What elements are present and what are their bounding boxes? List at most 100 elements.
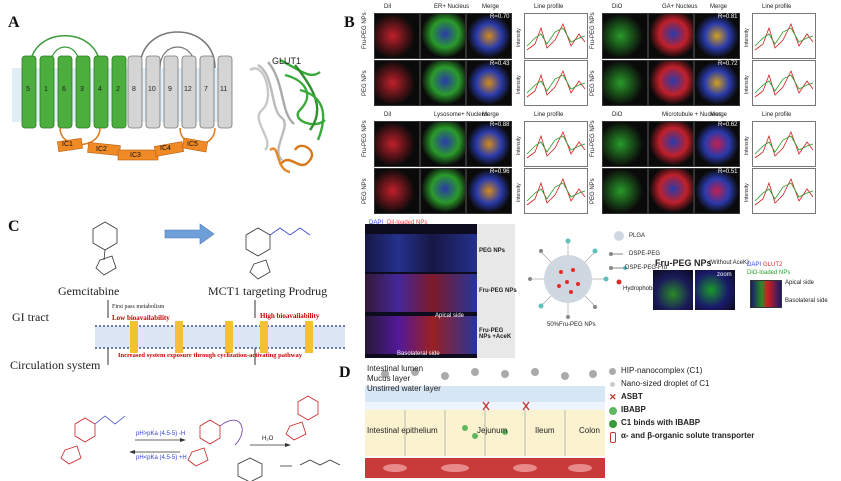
side-view-image <box>750 280 782 308</box>
r-value: R=0.70 <box>490 14 510 20</box>
apical2-label: Apical side <box>785 280 815 286</box>
row-label: PEG NPs <box>590 178 596 204</box>
gemcitabine-structure <box>92 221 118 276</box>
organelle-label: Lysosome+ Nucleus <box>434 112 488 118</box>
dapi-label: DAPI <box>369 220 384 226</box>
legend-dspe-peg: DSPE-PEG <box>629 251 661 257</box>
helix-label: 1 <box>44 86 48 93</box>
merge-label: Merge <box>710 4 728 10</box>
zoom-label: zoom <box>717 272 732 278</box>
loop-label: IC5 <box>187 141 198 148</box>
axis-label: Intensity <box>744 75 750 94</box>
micrograph <box>420 121 466 167</box>
glut1-label: GLUT1 <box>272 56 302 66</box>
micrograph <box>374 168 420 214</box>
line-profile <box>524 13 588 59</box>
r-value: R=0.51 <box>718 169 738 175</box>
merge-label: Merge <box>710 112 728 118</box>
line-profile <box>752 13 816 59</box>
ph-upper-label: pH>pKa (4.5-5) -H <box>136 431 186 437</box>
legend-item: HIP-nanocomplex (C1) <box>621 366 703 375</box>
reactant-structure <box>60 415 126 465</box>
row-label: Fru-PEG NPs <box>479 288 517 294</box>
transporter-topology <box>12 31 326 174</box>
nanoparticle-diagram <box>528 231 627 319</box>
low-bio-label: Low bioavailability <box>112 314 170 322</box>
panel-e: DAPI DiI-loaded NPs PEG NPs Fru-PEG NPs … <box>365 218 841 360</box>
r-value: R=0.88 <box>490 122 510 128</box>
membrane <box>95 321 345 353</box>
row-label: Fru-PEG NPs +AceK <box>479 328 512 340</box>
stain-label: DiI <box>384 4 392 10</box>
intestine-diagram <box>365 368 605 478</box>
water-label: H₂O <box>262 436 274 442</box>
stain-label: DiO <box>612 4 623 10</box>
r-value: R=0.81 <box>718 14 738 20</box>
micrograph <box>466 121 512 167</box>
legend-item: Nano-sized droplet of C1 <box>621 379 710 388</box>
profile-label: Line profile <box>762 112 792 118</box>
r-value: R=0.72 <box>718 61 738 67</box>
fru-title: Fru-PEG NPs <box>655 258 712 268</box>
helix-label: 4 <box>98 86 102 93</box>
axis-label: Intensity <box>744 28 750 47</box>
row-label: Fru-PEG NPs <box>590 120 596 157</box>
micrograph <box>420 168 466 214</box>
helix-label: 12 <box>184 86 192 93</box>
helix-label: 8 <box>132 86 136 93</box>
stain-label: DiI <box>384 112 392 118</box>
micrograph <box>694 13 740 59</box>
micrograph <box>374 13 420 59</box>
segment-jejunum: Jejunum <box>477 426 508 435</box>
row-label: Fru-PEG NPs <box>362 12 368 49</box>
micrograph <box>694 168 740 214</box>
increased-label: Increased system exposure through cycliz… <box>118 352 302 359</box>
loop-label: IC2 <box>96 146 107 153</box>
loop-label: IC4 <box>160 145 171 152</box>
line-profile <box>524 168 588 214</box>
basolateral-label: Basolateral side <box>397 351 440 357</box>
legend-item: C1 binds with IBABP <box>621 418 701 427</box>
legend-dye: Hydrophobic Dye <box>623 286 670 292</box>
segment-colon: Colon <box>579 426 600 435</box>
axis-label: Intensity <box>516 75 522 94</box>
micrograph <box>694 121 740 167</box>
layer-lumen: Intestinal lumen <box>367 364 424 373</box>
line-profile <box>524 121 588 167</box>
layer-water: Unstirred water layer <box>367 384 441 393</box>
gemcitabine-label: Gemcitabine <box>58 284 120 298</box>
r-value: R=0.43 <box>490 61 510 67</box>
micrograph <box>374 60 420 106</box>
prodrug-label: MCT1 targeting Prodrug <box>208 284 328 298</box>
side-legend-glut2: GLUT2 <box>763 262 783 268</box>
stain-label: DiO <box>612 112 623 118</box>
r-value: R=0.96 <box>490 169 510 175</box>
panel-b-label: B <box>344 14 355 31</box>
organelle-label: ER+ Nucleus <box>434 4 470 10</box>
side-legend-dapi: DAPI <box>747 262 762 268</box>
segment-ileum: Ileum <box>535 426 555 435</box>
gi-tract-label: GI tract <box>12 310 49 324</box>
helix-label: 11 <box>220 86 228 93</box>
circulation-label: Circulation system <box>10 358 101 372</box>
helix-label: 9 <box>168 86 172 93</box>
helix-label: 6 <box>62 86 66 93</box>
panel-c-label: C <box>8 218 20 235</box>
loop-label: IC3 <box>130 152 141 159</box>
fru-image <box>653 270 693 310</box>
axis-label: Intensity <box>744 183 750 202</box>
apical-label: Apical side <box>435 313 465 319</box>
panel-d: D Intestinal lumen Mucus layer Unstirred… <box>339 362 841 481</box>
helix-label: 3 <box>80 86 84 93</box>
row-label: PEG NPs <box>362 70 368 96</box>
legend-dspe-peg-fru: DSPE-PEG-Fru <box>625 265 668 271</box>
confocal-stack <box>365 224 477 358</box>
axis-label: Intensity <box>516 183 522 202</box>
helix-label: 7 <box>204 86 208 93</box>
legend-item: α- and β-organic solute transporter <box>621 431 755 440</box>
legend-item: ASBT <box>621 392 643 401</box>
panel-a: A <box>0 0 340 200</box>
micrograph <box>694 60 740 106</box>
